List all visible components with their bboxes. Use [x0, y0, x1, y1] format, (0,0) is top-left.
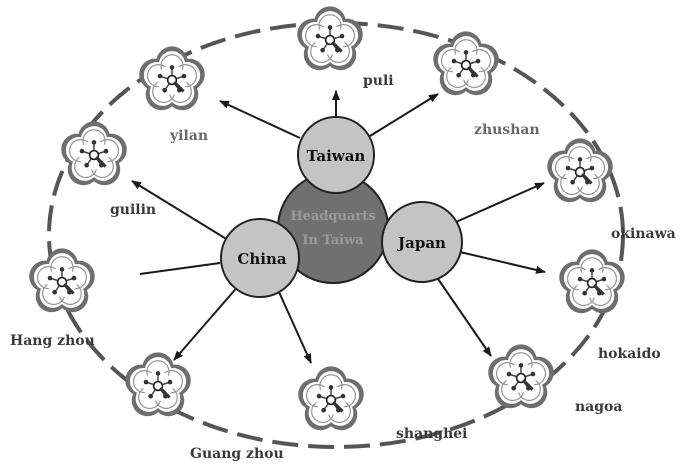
plum-blossom-network-icon: [123, 350, 193, 418]
line-china-hang-zhou: [139, 262, 221, 275]
dashed-ring: [47, 21, 625, 449]
connection-arrows: [131, 90, 546, 364]
site-label-puli: puli: [363, 73, 394, 89]
plum-blossom-network-icon: [59, 119, 129, 187]
hub-japan-circle: [381, 201, 463, 283]
arrow-taiwan-zhushan: [369, 93, 439, 137]
site-label-zhushan: zhushan: [474, 122, 540, 138]
arrow-taiwan-yilan: [219, 100, 301, 139]
plum-blossom-network-icon: [486, 342, 556, 410]
plum-blossom-network-icon: [137, 44, 207, 112]
headquarters-label-line1: Headquarts: [290, 209, 375, 224]
hub-cluster: Headquarts In Taiwa Taiwan China Japan: [220, 116, 463, 298]
plum-blossom-network-icon: [557, 247, 627, 315]
arrow-china-guang-zhou: [173, 283, 241, 361]
plum-blossom-network-icon: [545, 136, 615, 204]
site-label-shanghei: shanghei: [396, 426, 468, 442]
arrow-japan-nagoa: [435, 275, 492, 357]
hub-china-label: China: [237, 250, 286, 268]
site-label-hang-zhou: Hang zhou: [10, 333, 95, 349]
plum-blossom-network-icon: [296, 364, 366, 432]
hub-china-circle: [220, 218, 300, 298]
arrow-china-guilin: [131, 180, 229, 241]
plum-blossom-network-icon: [27, 246, 97, 314]
hub-taiwan-label: Taiwan: [307, 147, 366, 165]
plum-blossom-network-icon: [295, 4, 365, 72]
arrow-japan-okinawa: [455, 182, 545, 223]
headquarters-label-line2: In Taiwa: [302, 233, 364, 248]
site-label-hokaido: hokaido: [598, 346, 661, 362]
site-label-guilin: guilin: [110, 202, 156, 218]
site-label-nagoa: nagoa: [575, 399, 622, 415]
hub-japan-label: Japan: [396, 234, 446, 252]
site-label-yilan: yilan: [169, 128, 208, 144]
site-label-okinawa: okinawa: [611, 226, 676, 242]
arrow-japan-hokaido: [459, 251, 546, 274]
site-labels: puli zhushan yilan guilin okinawa Hang z…: [10, 73, 676, 462]
hub-taiwan-circle: [297, 116, 375, 194]
site-label-guang-zhou: Guang zhou: [190, 446, 284, 462]
arrow-china-shanghei: [278, 291, 312, 364]
plum-blossom-network-icon: [431, 29, 501, 97]
